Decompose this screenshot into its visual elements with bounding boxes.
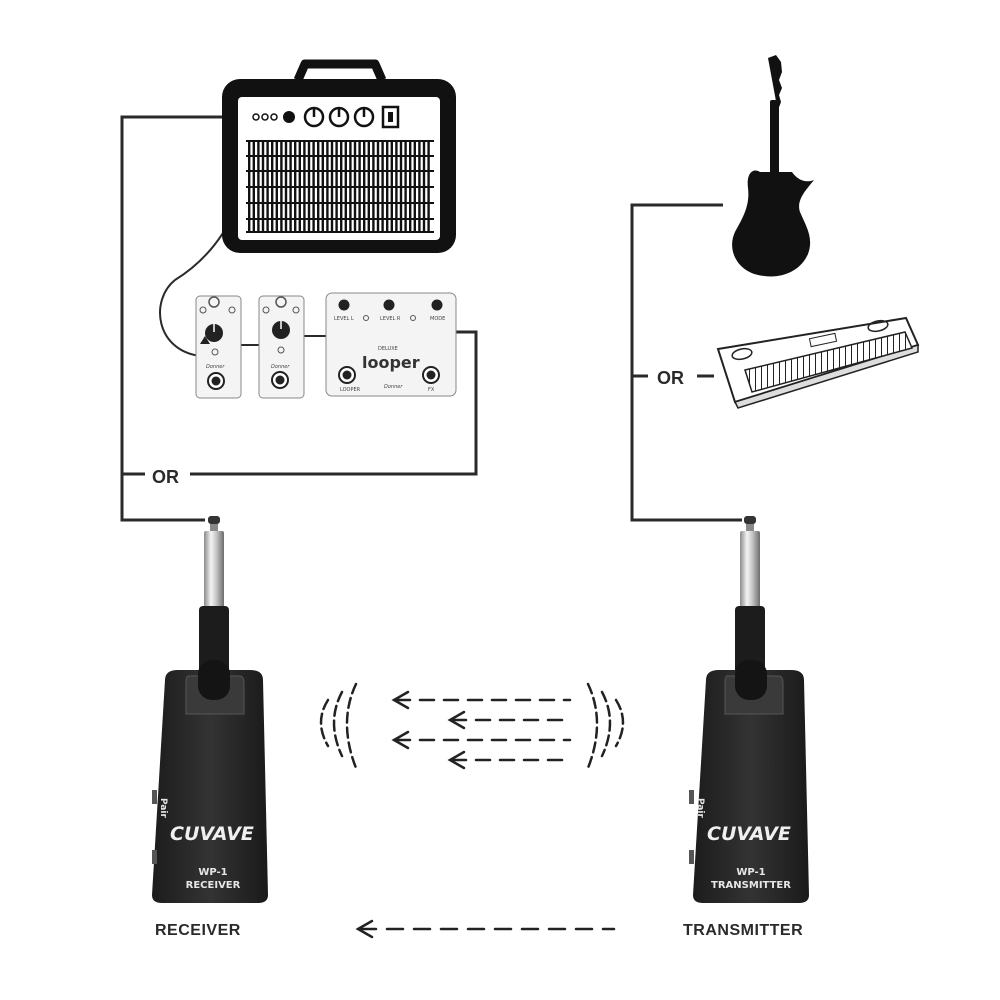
transmitter-role: TRANSMITTER xyxy=(711,880,791,891)
transmitter-caption: TRANSMITTER xyxy=(683,922,803,939)
transmitter-pair-label: Pair xyxy=(695,798,705,819)
receiver-role: RECEIVER xyxy=(186,880,241,891)
amp-grille-rail xyxy=(246,231,434,233)
transmitter-device: Pair CUVAVE WP-1 TRANSMITTER xyxy=(689,516,809,903)
transmitter-model: WP-1 xyxy=(736,867,765,878)
receiver-device: Pair CUVAVE WP-1 RECEIVER xyxy=(152,516,268,903)
looper-title: looper xyxy=(362,353,420,372)
amp-grille-rail xyxy=(246,186,434,188)
amp-grille-rail xyxy=(246,170,434,172)
looper-pedal: LEVEL L LEVEL R MODE DELUXE looper LOOPE… xyxy=(325,292,457,397)
receiver-brand: CUVAVE xyxy=(170,823,254,845)
wireless-signal-icon xyxy=(319,682,625,770)
or-label-left: OR xyxy=(152,467,179,487)
arrow-left-icon xyxy=(355,690,616,939)
or-label-right: OR xyxy=(657,368,684,388)
receiver-model: WP-1 xyxy=(198,867,227,878)
pedal2-brand: Donner xyxy=(271,364,290,370)
looper-knob3-label: MODE xyxy=(430,316,445,322)
looper-title-small: DELUXE xyxy=(378,346,398,352)
effect-pedal-2: Donner xyxy=(258,295,305,399)
looper-brand: Donner xyxy=(384,384,403,390)
looper-knob2-label: LEVEL R xyxy=(380,316,401,322)
looper-knob1-label: LEVEL L xyxy=(334,316,354,322)
looper-sw1-label: LOOPER xyxy=(340,387,361,393)
receiver-pair-label: Pair xyxy=(158,798,168,819)
pedal1-brand: Donner xyxy=(206,364,225,370)
amp-grille-rail xyxy=(246,155,434,157)
amp-grille-rail xyxy=(246,218,434,220)
amplifier-icon xyxy=(222,59,456,253)
signal-cables xyxy=(120,115,742,522)
looper-sw2-label: FX xyxy=(428,387,435,393)
receiver-caption: RECEIVER xyxy=(155,922,241,939)
transmitter-brand: CUVAVE xyxy=(707,823,791,845)
electric-guitar-icon xyxy=(732,55,814,277)
effect-pedal-1: Donner xyxy=(195,295,242,399)
amp-grille-rail xyxy=(246,140,434,142)
amp-grille-rail xyxy=(246,202,434,204)
keyboard-icon xyxy=(716,316,920,409)
